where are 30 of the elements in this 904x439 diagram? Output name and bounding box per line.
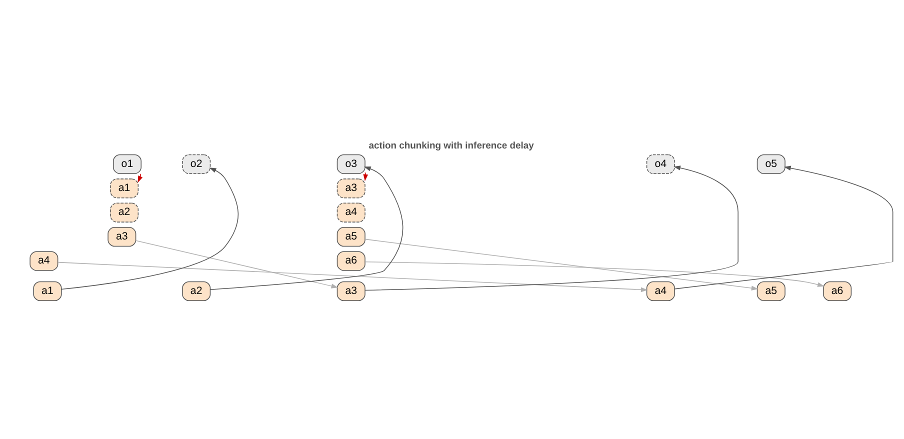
node-box: o1 <box>112 154 142 174</box>
node-box: a1 <box>33 280 62 301</box>
node-box: a3 <box>108 226 136 246</box>
node-box: a3 <box>336 280 366 301</box>
arrow <box>364 165 738 290</box>
node-box: o3 <box>336 154 366 174</box>
node-box: a2 <box>110 202 139 222</box>
node-box: a1 <box>110 178 139 198</box>
node-box: a6 <box>336 250 366 270</box>
arrow <box>364 260 824 286</box>
diagram-title: action chunking with inference delay <box>368 140 534 152</box>
node-box: o5 <box>756 154 786 174</box>
arrow <box>136 240 338 288</box>
arrow <box>61 167 239 290</box>
arrow <box>138 172 143 182</box>
node-box: o4 <box>646 154 675 174</box>
node-box: a4 <box>646 280 675 301</box>
node-box: o2 <box>182 154 211 174</box>
node-box: a2 <box>182 280 211 301</box>
node-box: a6 <box>823 280 852 301</box>
arrow <box>364 238 758 290</box>
node-box: a4 <box>30 250 58 270</box>
arrow <box>674 165 894 289</box>
node-box: a4 <box>336 202 366 222</box>
arrow <box>58 261 648 292</box>
arrow <box>363 172 368 181</box>
node-box: a5 <box>756 280 786 301</box>
arrow <box>210 166 404 290</box>
node-box: a5 <box>336 226 366 246</box>
node-box: a3 <box>336 178 366 198</box>
